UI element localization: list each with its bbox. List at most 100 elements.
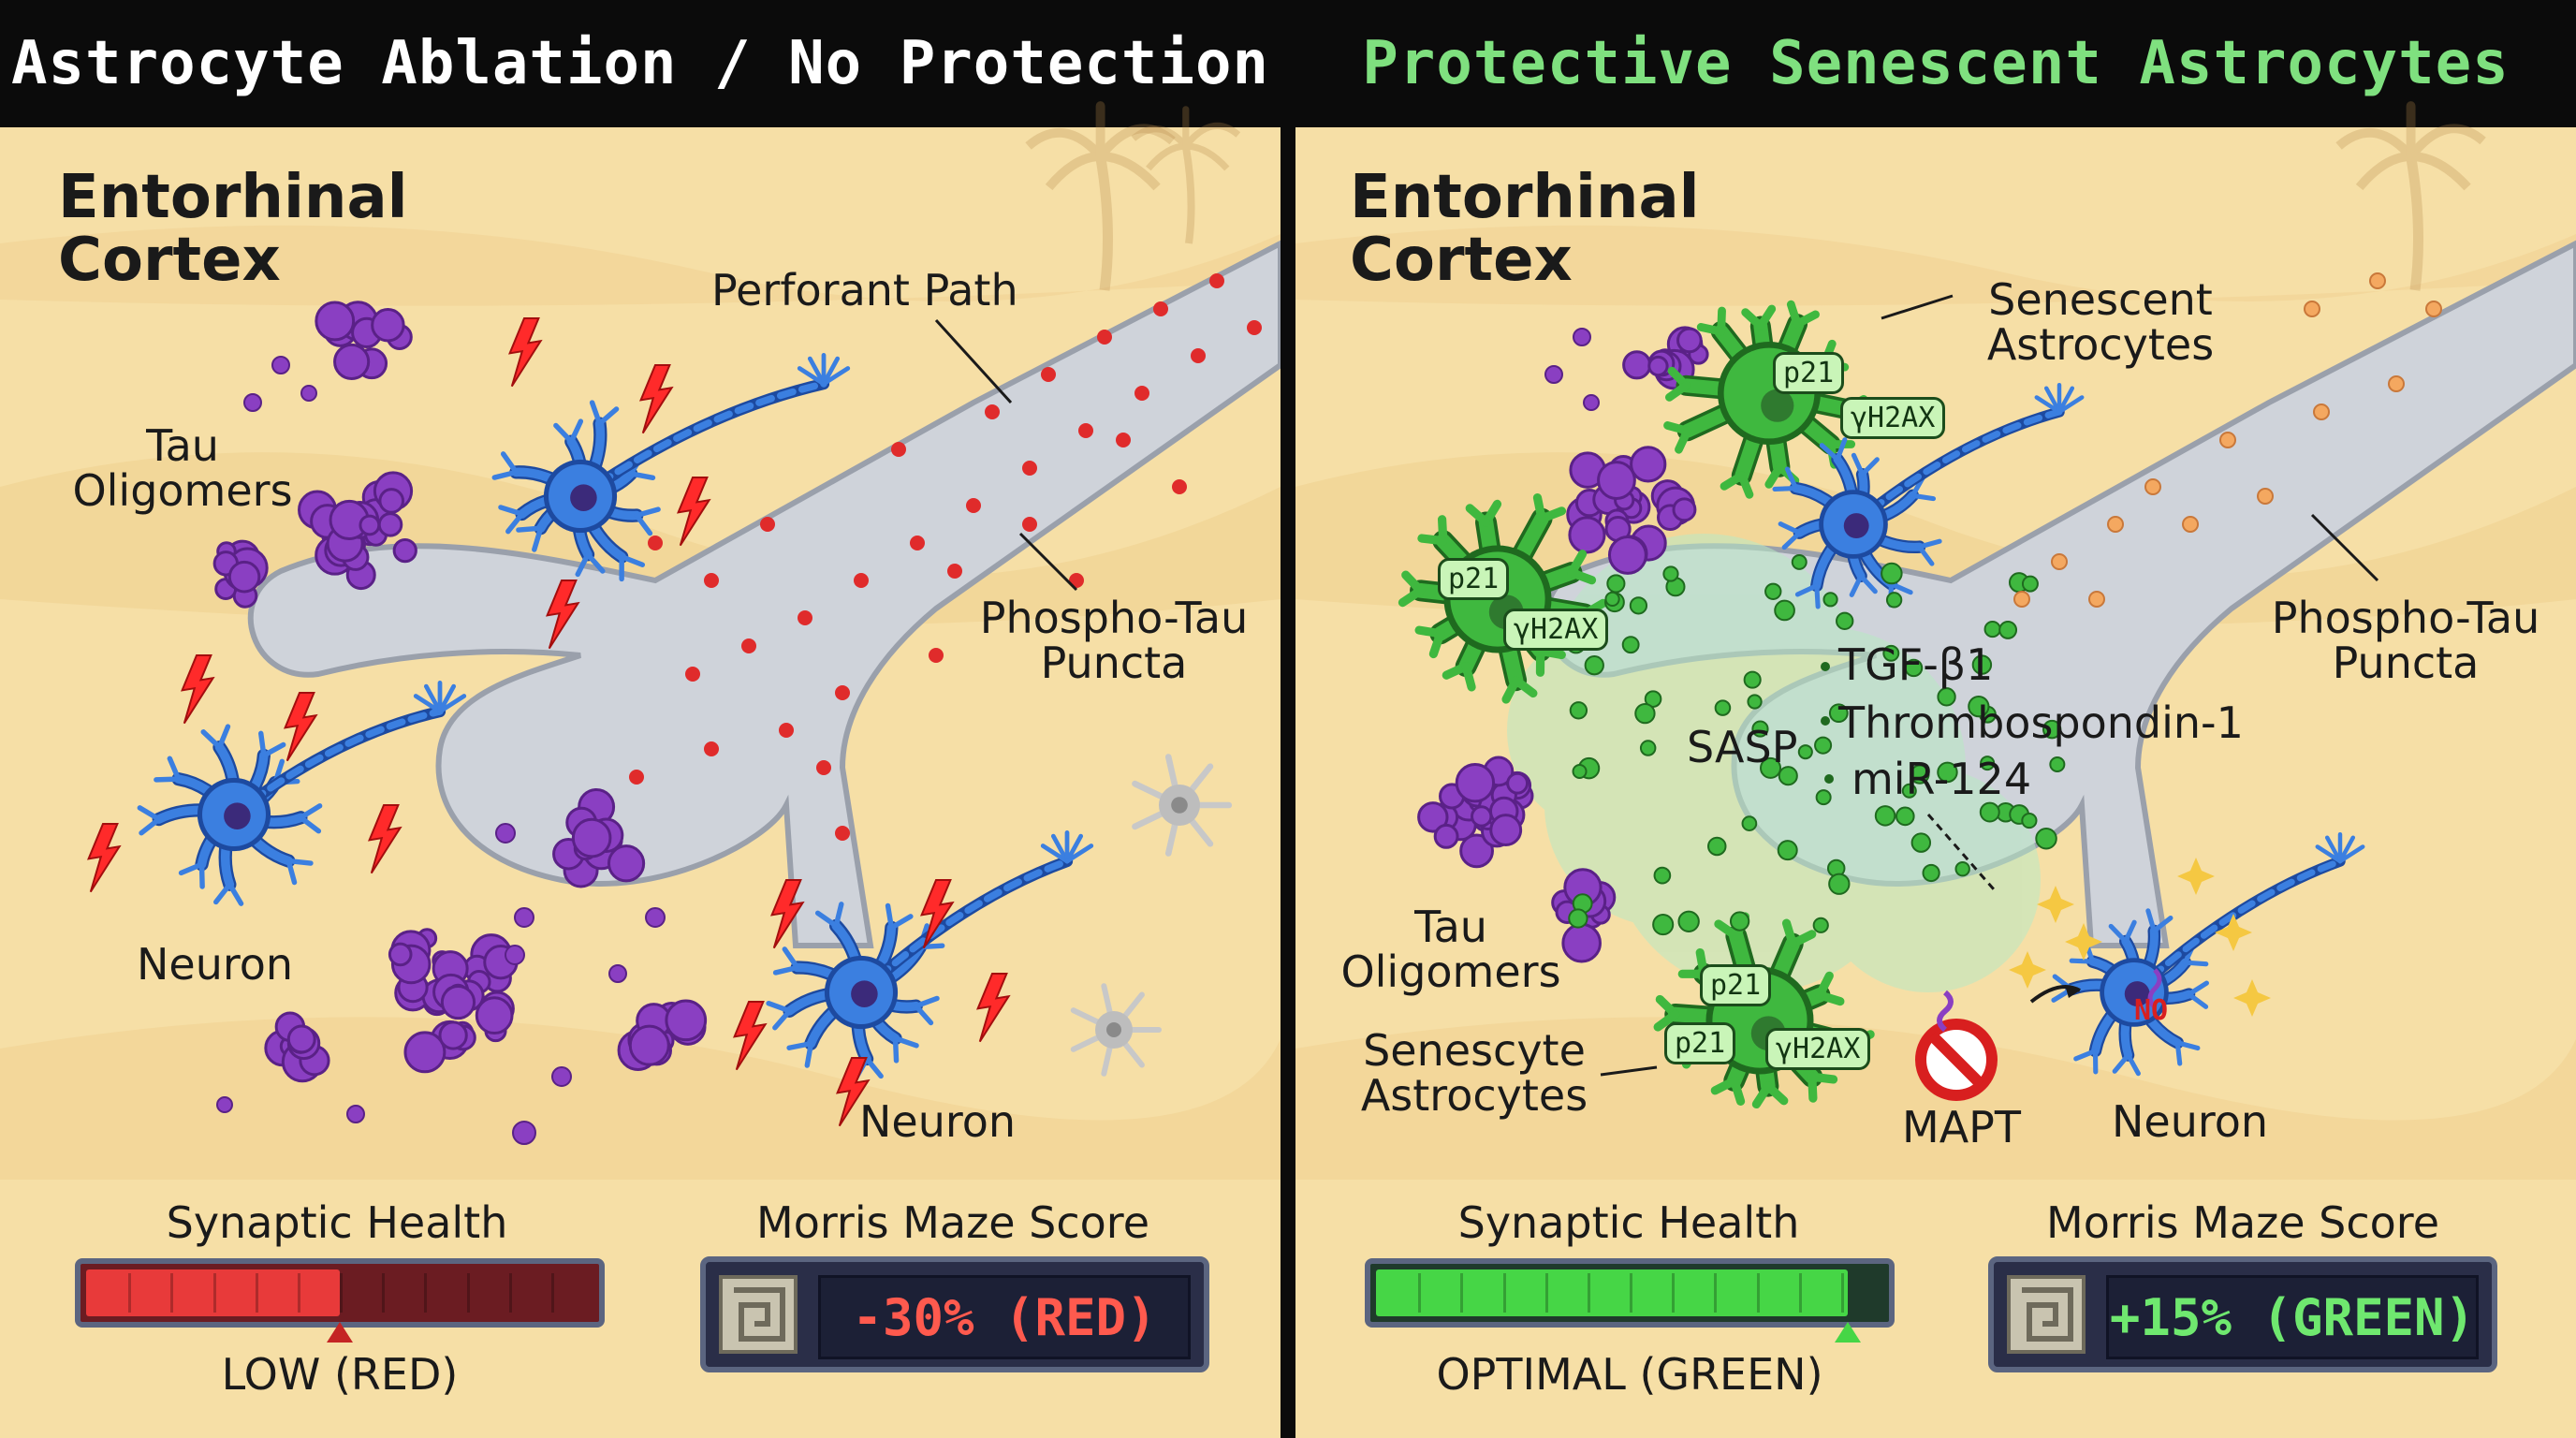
dead-nucleus: [1106, 1022, 1121, 1037]
phospho-tau-punctum: [966, 498, 981, 513]
tau-cluster: [1455, 756, 1534, 848]
dendrite-branch: [154, 776, 182, 783]
tau-oligomer: [1630, 446, 1667, 483]
arrow-head-icon: [2065, 985, 2080, 998]
sasp-particle: [1606, 574, 1626, 594]
right-maze-value: +15% (GREEN): [2106, 1275, 2479, 1359]
axon-terminal: [2056, 386, 2075, 415]
maze-glyph-icon: [2022, 1287, 2073, 1342]
tau-oligomer: [607, 844, 646, 883]
right-maze-title: Morris Maze Score: [2046, 1197, 2439, 1248]
dendrite-branch: [1835, 437, 1848, 462]
sasp-particle: [1901, 783, 1917, 799]
tau-oligomer: [227, 560, 261, 594]
bar-level-marker: [327, 1322, 353, 1343]
sasp-particle: [1791, 553, 1808, 570]
sparkle-icon: [2215, 914, 2252, 951]
dendrite-branch: [178, 861, 205, 876]
tau-oligomer: [1544, 365, 1563, 384]
right-synaptic-status: OPTIMAL (GREEN): [1436, 1349, 1823, 1400]
leader-line: [1926, 814, 1996, 890]
left-neuron-label-b: Neuron: [859, 1096, 1017, 1147]
left-phospho-label: Phospho-Tau Puncta: [979, 593, 1249, 689]
left-phospho-tau-puncta: [629, 273, 1262, 841]
tau-oligomer: [377, 512, 403, 537]
phospho-tau-punctum: [2425, 301, 2442, 317]
right-neuron-top: [1772, 382, 2085, 609]
dendrite-branch: [285, 858, 298, 886]
sasp-particle: [1764, 582, 1782, 600]
dendrite-branch: [2151, 916, 2174, 933]
tau-oligomer: [551, 1066, 572, 1087]
tau-oligomer: [1459, 833, 1494, 869]
bar-segment-tick: [297, 1273, 300, 1313]
palm-tree: [2335, 101, 2486, 291]
tau-oligomer: [1471, 805, 1493, 828]
dendrite-branch: [892, 1035, 900, 1064]
tau-oligomer: [1597, 461, 1636, 500]
palm-frond: [1182, 122, 1241, 149]
sasp-particle: [1968, 695, 1990, 718]
axon: [2130, 858, 2344, 996]
dendrite-branch: [216, 724, 231, 750]
phospho-tau-punctum: [929, 648, 944, 663]
tau-dots: [1544, 328, 1600, 411]
axon-terminal: [423, 683, 443, 714]
right-neuron-label: Neuron: [2112, 1096, 2269, 1147]
maze-glyph-icon: [734, 1287, 785, 1342]
tau-oligomer: [571, 817, 612, 858]
bar-level-marker: [1835, 1322, 1862, 1343]
dendrite-branch: [2174, 1040, 2183, 1066]
astrocyte-branch: [1567, 550, 1588, 578]
phospho-tau-punctum: [779, 723, 794, 738]
axon-terminal: [1050, 833, 1070, 864]
dendrite-branch: [1778, 521, 1803, 536]
phospho-tau-punctum: [835, 826, 850, 841]
dune: [1295, 225, 2576, 306]
phospho-tau-punctum: [1022, 517, 1037, 532]
dendrite-branch: [804, 1040, 814, 1068]
phospho-tau-punctum: [1041, 367, 1056, 382]
dendrite-branch: [892, 1035, 919, 1049]
bar-segment-tick: [128, 1273, 132, 1313]
left-synaptic-bar-fill: [86, 1269, 340, 1316]
phospho-tau-punctum: [947, 564, 962, 579]
palm-frond: [2335, 127, 2415, 160]
left-neuron-label-a: Neuron: [137, 939, 294, 990]
dendrite-branch: [137, 805, 162, 822]
sasp-label: SASP: [1687, 722, 1798, 772]
dendrite-branch: [2073, 1048, 2099, 1062]
phospho-tau-punctum: [760, 517, 775, 532]
palm-trunk: [2406, 155, 2424, 291]
marker-p21: p21: [1438, 558, 1510, 600]
right-synaptic-bar: [1365, 1258, 1895, 1343]
maze-glyph-path: [2022, 1287, 2073, 1342]
damage-bolt-icon: [919, 879, 955, 949]
astrocyte-branch: [1417, 534, 1448, 546]
bar-segment-tick: [1840, 1273, 1844, 1313]
phospho-tau-punctum: [685, 667, 700, 682]
tau-cluster: [212, 539, 269, 609]
sasp-particle: [1677, 910, 1700, 932]
tau-oligomer: [645, 907, 666, 928]
left-synaptic-title: Synaptic Health: [166, 1197, 508, 1248]
axon-terminal: [437, 683, 457, 714]
sasp-particle: [1634, 702, 1656, 725]
sasp-particle: [1777, 840, 1798, 861]
dendrite-branch: [1814, 582, 1821, 609]
sasp-particle: [1998, 621, 2018, 639]
axon-terminal: [2324, 835, 2343, 864]
sasp-particle: [1910, 832, 1932, 853]
right-senescent-label-bottom: Senescyte Astrocytes: [1360, 1025, 1588, 1122]
sparkle-icon: [2065, 923, 2102, 961]
palm-frond: [1045, 152, 1101, 191]
phospho-tau-punctum: [854, 573, 869, 588]
sasp-particle: [1662, 565, 1679, 582]
astrocyte-branch: [1398, 586, 1426, 608]
palm-frond: [1185, 142, 1230, 171]
dna-icon: [2147, 968, 2162, 1009]
sasp-particle: [2035, 828, 2057, 850]
dendrite-branch: [261, 741, 286, 758]
astrocyte-branch: [1536, 646, 1566, 660]
